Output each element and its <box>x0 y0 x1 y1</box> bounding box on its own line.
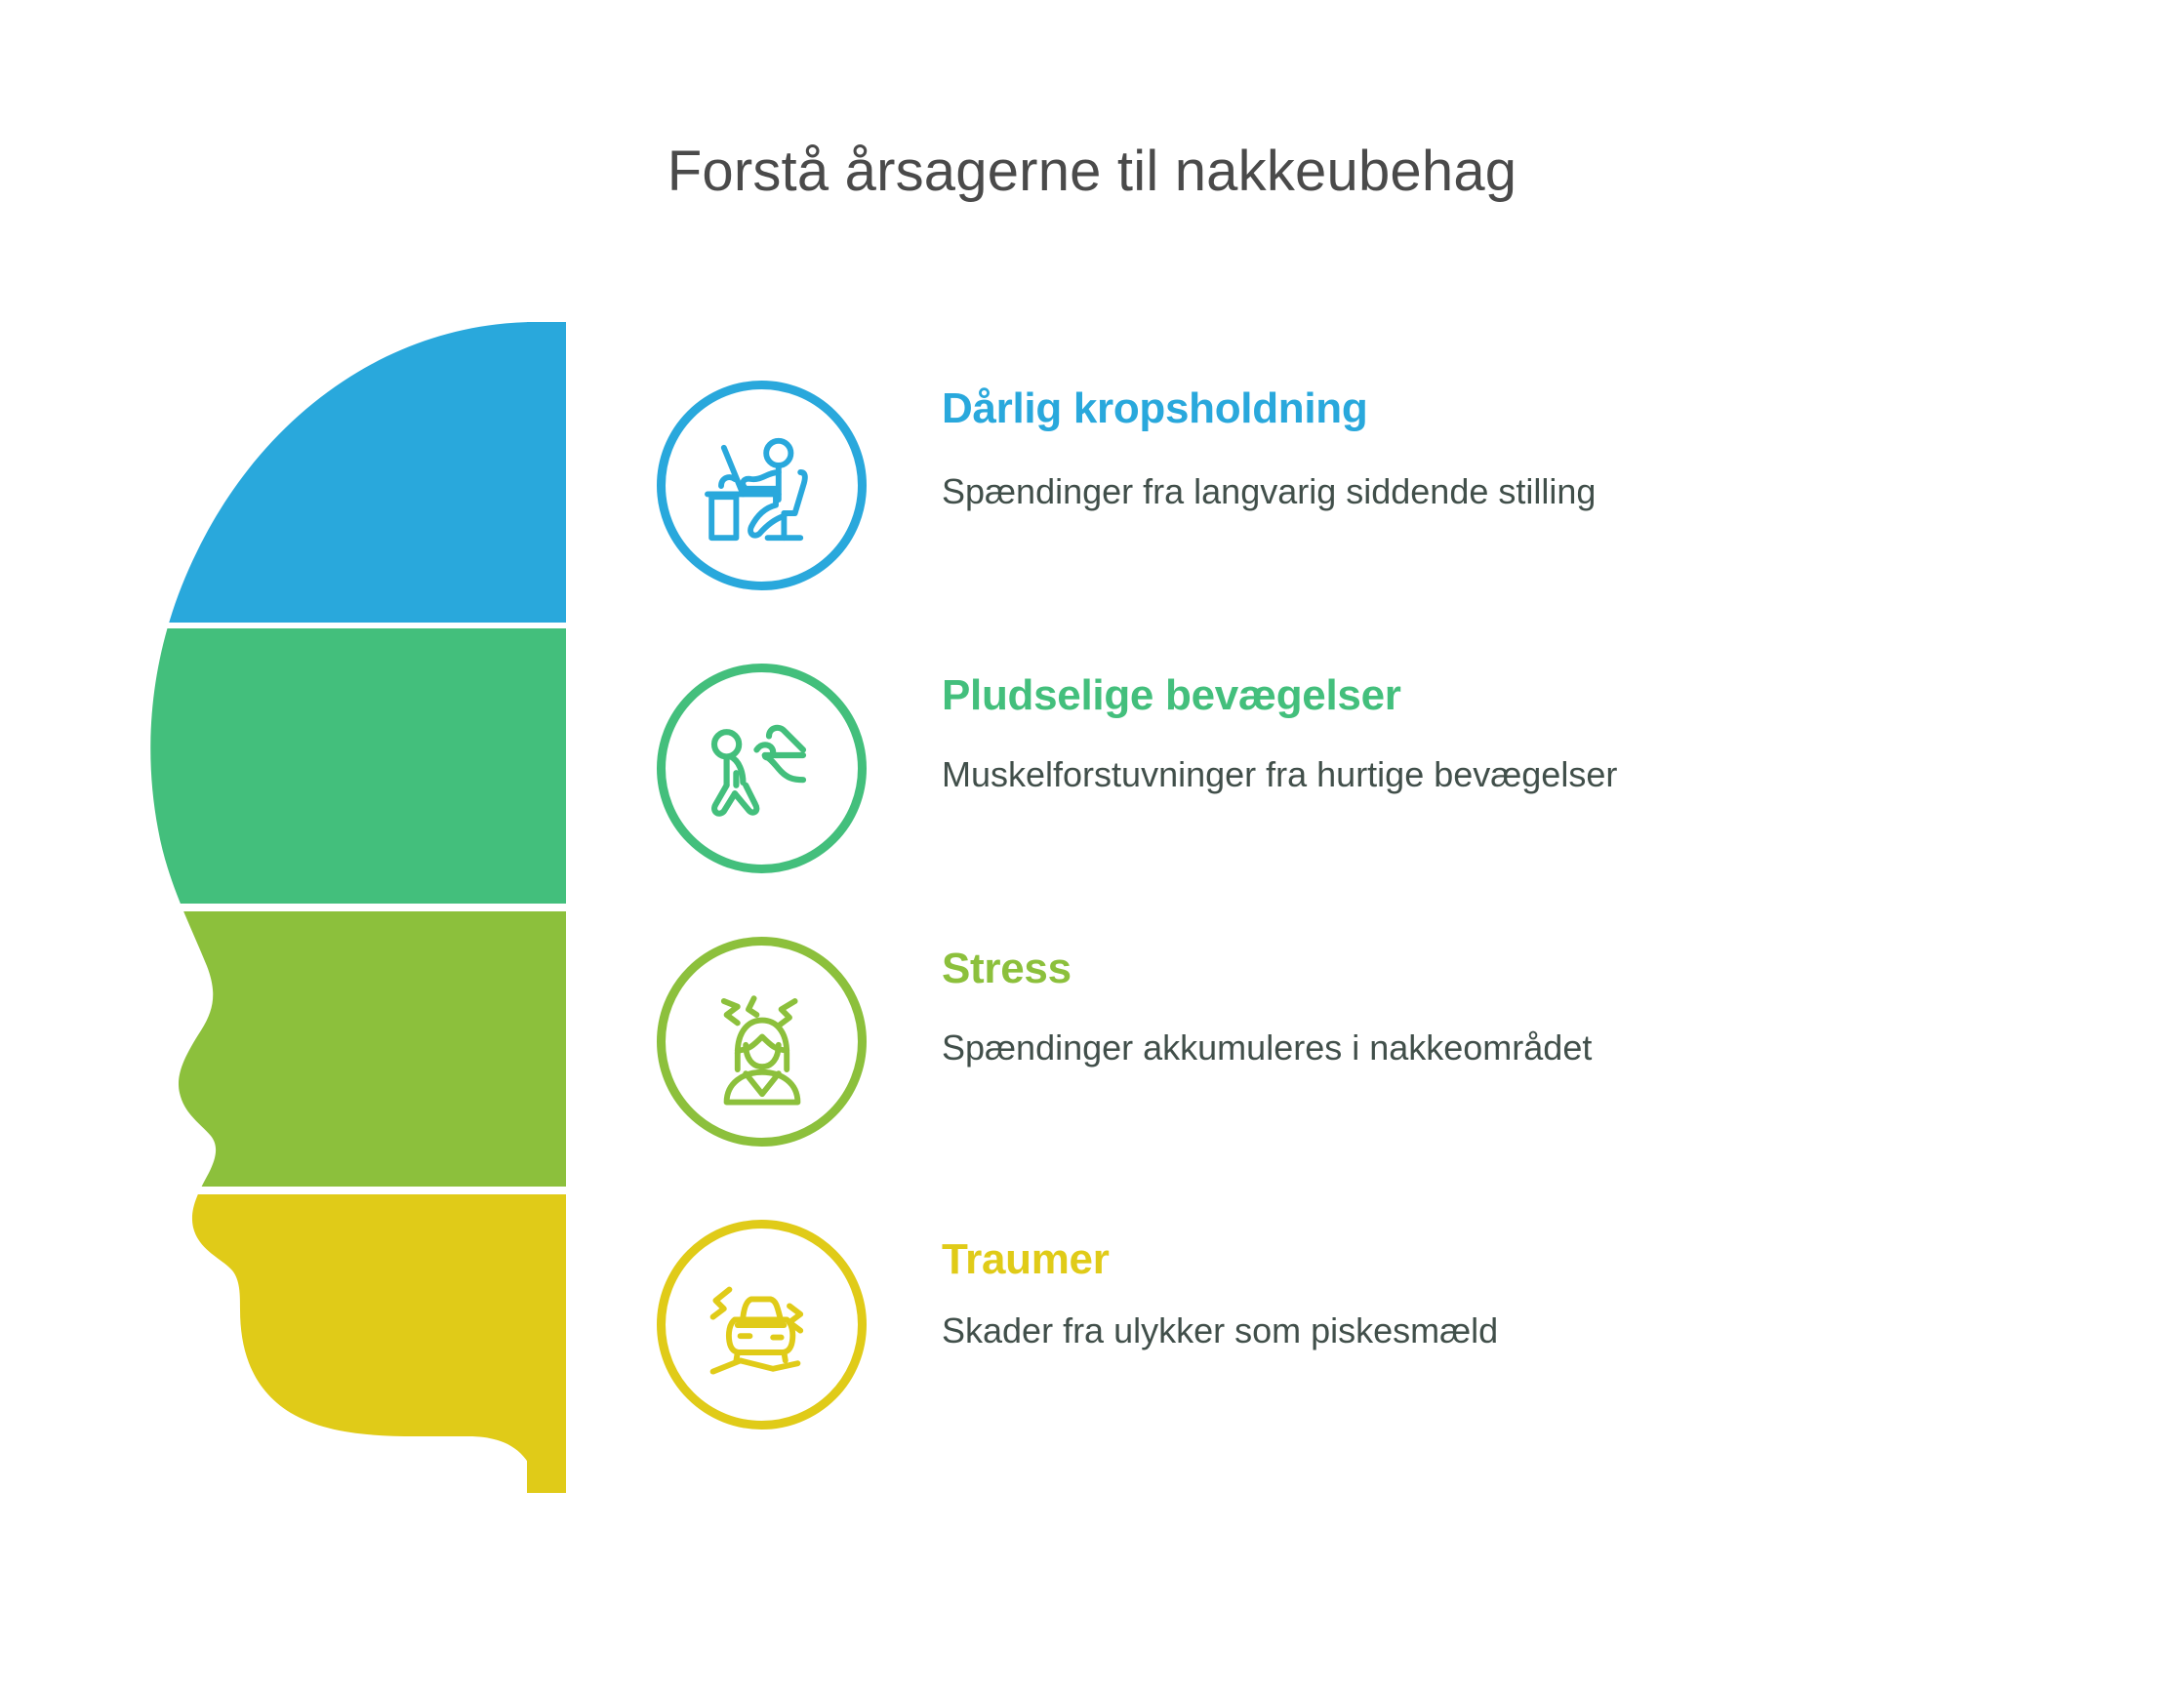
head-edge-yellow <box>527 1194 566 1493</box>
spacer <box>942 425 2113 470</box>
page-title: Forstå årsagerne til nakkeubehag <box>667 140 1517 203</box>
person-at-desk-icon <box>704 437 808 541</box>
person-at-desk-icon-badge <box>657 381 867 590</box>
car-crash-icon-badge <box>657 1220 867 1430</box>
cause-item-4-text: Traumer Skader fra ulykker som piskesmæl… <box>942 1220 2113 1351</box>
cause-item-1: Dårlig kropsholdning Spændinger fra lang… <box>0 381 2184 664</box>
stressed-person-icon-badge <box>657 937 867 1147</box>
cause-item-4: Traumer Skader fra ulykker som piskesmæl… <box>0 1220 2184 1503</box>
stressed-person-icon <box>720 994 800 1106</box>
cause-item-2-description: Muskelforstuvninger fra hurtige bevægels… <box>942 754 1618 795</box>
cause-item-4-heading: Traumer <box>942 1235 1110 1283</box>
cause-item-2-heading: Pludselige bevægelser <box>942 671 1401 719</box>
cause-item-1-heading: Dårlig kropsholdning <box>942 384 1368 432</box>
cause-item-2: Pludselige bevægelser Muskelforstuvninge… <box>0 664 2184 947</box>
person-walking-motion-icon <box>710 724 806 817</box>
head-band-green <box>150 628 556 904</box>
head-profile-silhouette <box>146 322 888 1493</box>
head-band-olive <box>150 911 556 1187</box>
cause-item-3: Stress Spændinger akkumuleres i nakkeomr… <box>0 937 2184 1220</box>
cause-item-3-text: Stress Spændinger akkumuleres i nakkeomr… <box>942 937 2113 1068</box>
cause-item-1-text: Dårlig kropsholdning Spændinger fra lang… <box>942 381 2113 512</box>
cause-item-1-description: Spændinger fra langvarig siddende stilli… <box>942 471 1597 512</box>
cause-item-3-description: Spændinger akkumuleres i nakkeområdet <box>942 1027 1593 1068</box>
cause-item-3-heading: Stress <box>942 945 1072 992</box>
person-walking-motion-icon-badge <box>657 664 867 873</box>
cause-item-2-text: Pludselige bevægelser Muskelforstuvninge… <box>942 664 2113 795</box>
head-edge-green <box>527 628 566 904</box>
car-crash-icon <box>709 1286 803 1375</box>
cause-item-4-description: Skader fra ulykker som piskesmæld <box>942 1310 1499 1351</box>
head-edge-blue <box>527 322 566 623</box>
head-edge-olive <box>527 911 566 1187</box>
